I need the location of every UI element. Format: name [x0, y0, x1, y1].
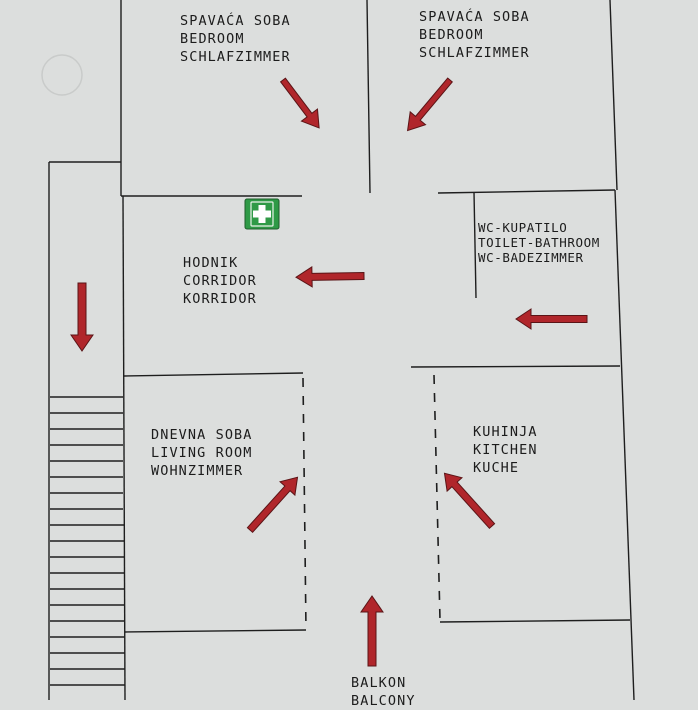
- bedroom-right-label-line-1: SPAVAĆA SOBA: [419, 9, 530, 25]
- arrow-icon: [70, 282, 94, 352]
- living-room-opening: [302, 377, 307, 631]
- wall-mark: [41, 54, 83, 96]
- bedroom-right-label: SPAVAĆA SOBA BEDROOM SCHLAFZIMMER: [419, 8, 530, 62]
- bedroom-left-label: SPAVAĆA SOBA BEDROOM SCHLAFZIMMER: [180, 12, 291, 66]
- bathroom-left-wall: [473, 191, 477, 299]
- balcony-label: BALKON BALCONY: [351, 674, 416, 710]
- bathroom-label-line-3: WC-BADEZIMMER: [478, 250, 584, 265]
- kitchen-label-line-3: KUCHE: [473, 460, 520, 476]
- bathroom-bottom-wall: [410, 365, 621, 368]
- corridor-label-line-2: CORRIDOR: [183, 273, 257, 289]
- stair-wall-inner: [122, 195, 126, 700]
- arrow-icon: [360, 595, 384, 667]
- kitchen-opening: [433, 374, 441, 621]
- living-room-label-line-1: DNEVNA SOBA: [151, 427, 253, 443]
- kitchen-label: KUHINJA KITCHEN KUCHE: [473, 423, 538, 477]
- arrow-icon: [406, 77, 454, 132]
- outer-wall-top-right: [609, 0, 618, 191]
- bedroom-left-label-line-2: BEDROOM: [180, 31, 245, 47]
- arrow-icon: [295, 265, 365, 288]
- arrow-icon: [279, 77, 320, 129]
- staircase: [50, 396, 125, 686]
- first-aid-cross-icon: [244, 198, 280, 230]
- arrow-icon: [443, 472, 496, 530]
- balcony-label-line-2: BALCONY: [351, 693, 416, 709]
- living-room-bottom-wall: [124, 629, 307, 633]
- bathroom-label-line-2: TOILET-BATHROOM: [478, 235, 600, 250]
- living-room-top-wall: [123, 372, 304, 377]
- corridor-label: HODNIK CORRIDOR KORRIDOR: [183, 254, 257, 308]
- living-room-label: DNEVNA SOBA LIVING ROOM WOHNZIMMER: [151, 426, 253, 480]
- bedroom-divider-wall: [366, 0, 371, 194]
- living-room-label-line-2: LIVING ROOM: [151, 445, 253, 461]
- bedroom-right-label-line-2: BEDROOM: [419, 27, 484, 43]
- bedroom-left-label-line-3: SCHLAFZIMMER: [180, 49, 291, 65]
- corridor-label-line-1: HODNIK: [183, 255, 239, 271]
- balcony-label-line-1: BALKON: [351, 675, 407, 691]
- arrow-icon: [246, 476, 299, 534]
- kitchen-bottom-wall: [439, 619, 631, 623]
- bedroom-right-label-line-3: SCHLAFZIMMER: [419, 45, 530, 61]
- kitchen-label-line-2: KITCHEN: [473, 442, 538, 458]
- arrow-icon: [515, 308, 588, 330]
- corridor-label-line-3: KORRIDOR: [183, 291, 257, 307]
- outer-wall-right: [614, 189, 635, 700]
- bathroom-label: WC-KUPATILO TOILET-BATHROOM WC-BADEZIMME…: [478, 220, 600, 265]
- bedroom-left-label-line-1: SPAVAĆA SOBA: [180, 13, 291, 29]
- bedroom-right-bottom-wall: [437, 189, 616, 194]
- living-room-label-line-3: WOHNZIMMER: [151, 463, 244, 479]
- bathroom-label-line-1: WC-KUPATILO: [478, 220, 568, 235]
- kitchen-label-line-1: KUHINJA: [473, 424, 538, 440]
